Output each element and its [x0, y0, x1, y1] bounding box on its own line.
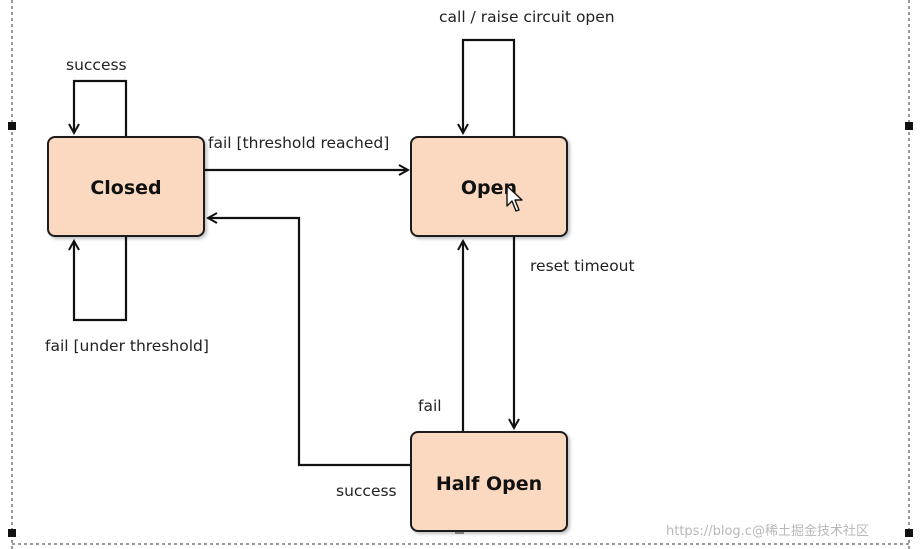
watermark-url: https://blog.c — [666, 524, 752, 539]
state-open-label: Open — [461, 177, 517, 199]
mouse-pointer-icon — [506, 185, 523, 212]
label-open-to-half-open: reset timeout — [530, 257, 635, 275]
state-half-open-label: Half Open — [436, 473, 542, 495]
state-open[interactable]: Open — [410, 136, 568, 237]
state-closed-label: Closed — [90, 177, 161, 199]
label-open-self-loop: call / raise circuit open — [439, 8, 615, 26]
resize-handle-bottom-left[interactable] — [8, 529, 16, 537]
label-closed-success: success — [66, 56, 127, 74]
label-half-open-to-open: fail — [418, 397, 442, 415]
state-half-open[interactable]: Half Open — [410, 431, 568, 532]
resize-handle-bottom-right[interactable] — [905, 529, 913, 537]
edge-closed-fail-under-threshold — [74, 237, 128, 322]
label-closed-fail-under-threshold: fail [under threshold] — [45, 337, 209, 355]
edge-open-self-loop — [463, 38, 516, 137]
resize-handle-left[interactable] — [8, 122, 16, 130]
resize-handle-right[interactable] — [905, 122, 913, 130]
edge-half-open-to-closed — [208, 218, 411, 467]
watermark-site: @稀土掘金技术社区 — [752, 523, 869, 539]
label-half-open-to-closed: success — [336, 482, 397, 500]
label-closed-to-open: fail [threshold reached] — [208, 134, 389, 152]
edge-closed-success-loop — [74, 79, 128, 137]
state-closed[interactable]: Closed — [47, 136, 205, 237]
